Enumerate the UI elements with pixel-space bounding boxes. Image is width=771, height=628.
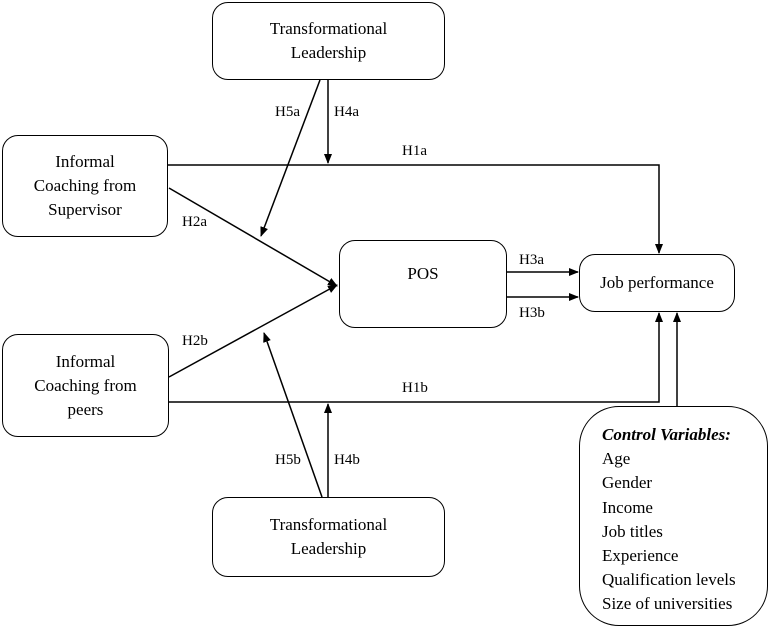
- pos-node: POS: [339, 240, 507, 328]
- control-variable-item: Income: [602, 497, 653, 517]
- node-text: Informal: [55, 152, 115, 171]
- label-h1a: H1a: [402, 143, 427, 159]
- label-h2b: H2b: [182, 333, 208, 349]
- informal-coaching-supervisor-node: Informal Coaching from Supervisor: [2, 135, 168, 237]
- label-h3b: H3b: [519, 305, 545, 321]
- node-text: Transformational: [269, 515, 388, 534]
- control-variable-item: Size of universities: [602, 594, 733, 614]
- control-variable-item: Age: [602, 449, 631, 469]
- transformational-leadership-bottom-node: Transformational Leadership: [212, 497, 445, 577]
- job-performance-node: Job performance: [579, 254, 735, 312]
- label-h2a: H2a: [182, 214, 207, 230]
- arrow-h5a: [260, 79, 321, 237]
- node-text: Leadership: [290, 539, 367, 558]
- control-variable-item: Gender: [602, 473, 653, 493]
- node-text: peers: [67, 399, 104, 419]
- control-variable-item: Job titles: [602, 521, 663, 541]
- node-text: Informal: [55, 351, 116, 371]
- arrow-h1b: [169, 312, 663, 403]
- arrow-h2b: [168, 284, 338, 378]
- label-h4a: H4a: [334, 104, 359, 120]
- label-h5b: H5b: [275, 452, 301, 468]
- transformational-leadership-top-node: Transformational Leadership: [212, 2, 445, 80]
- node-text: Job performance: [600, 273, 714, 292]
- control-variable-item: Qualification levels: [602, 570, 736, 590]
- node-text: Coaching from: [33, 176, 137, 195]
- arrow-h1a: [168, 164, 663, 254]
- node-text: Leadership: [290, 43, 367, 62]
- arrow-h2a: [168, 187, 338, 287]
- label-h4b: H4b: [334, 452, 360, 468]
- node-text: Transformational: [269, 19, 388, 38]
- label-h5a: H5a: [275, 104, 300, 120]
- informal-coaching-peers-node: Informal Coaching from peers: [2, 334, 169, 437]
- label-h1b: H1b: [402, 380, 428, 396]
- node-text: Supervisor: [48, 200, 122, 219]
- node-text: Coaching from: [34, 375, 137, 395]
- control-variables-box: Control Variables: Age Gender Income Job…: [579, 406, 768, 626]
- control-variables-title: Control Variables:: [602, 425, 731, 444]
- arrow-h5b: [263, 332, 323, 498]
- label-h3a: H3a: [519, 252, 544, 268]
- control-variable-item: Experience: [602, 546, 679, 566]
- node-text: POS: [407, 264, 439, 283]
